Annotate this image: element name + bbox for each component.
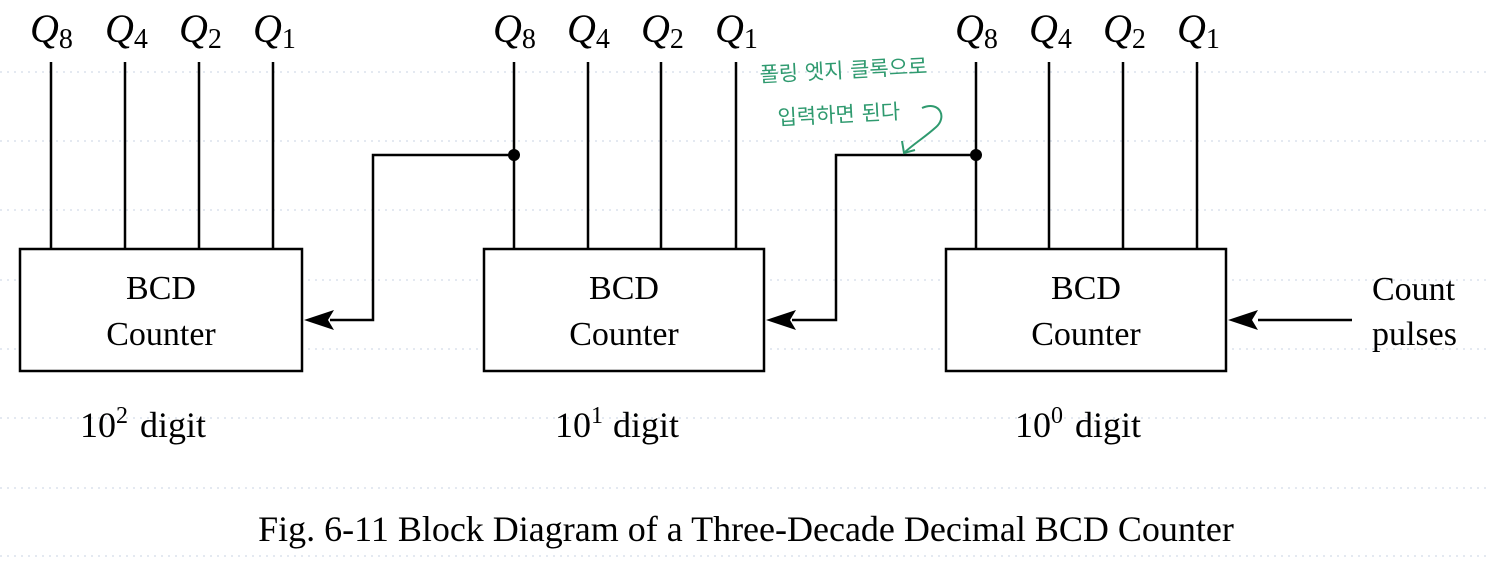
arrowhead-clock-hundreds [304,310,334,330]
output-labels-hundreds: Q8 Q4 Q2 Q1 [30,6,296,55]
counter-box-tens [482,247,766,373]
carry-wire-units [792,153,976,322]
label-q2: Q2 [641,6,684,55]
arrowhead-clock-units [1228,310,1258,330]
junction-dot-tens [508,149,520,161]
label-q8: Q8 [493,6,536,55]
carry-wire-tens [330,153,514,322]
annotation-arrowhead [901,140,916,155]
counter-subtitle-hundreds: Counter [106,316,216,353]
counter-subtitle-units: Counter [1031,316,1141,353]
label-q2: Q2 [179,6,222,55]
label-q1: Q1 [1177,6,1220,55]
output-labels-units: Q8 Q4 Q2 Q1 [955,6,1220,55]
label-q1: Q1 [253,6,296,55]
counter-box-units [944,247,1228,373]
annotation-arrow [904,105,943,153]
carry-units-to-tens [766,149,982,330]
carry-tens-to-hundreds [304,149,520,330]
counter-subtitle-tens: Counter [569,316,679,353]
label-q8: Q8 [30,6,73,55]
label-q8: Q8 [955,6,998,55]
label-q1: Q1 [715,6,758,55]
counter-title-units: BCD [1051,270,1121,307]
annotation-line1: 폴링 엣지 클록으로 [759,54,928,87]
output-labels-tens: Q8 Q4 Q2 Q1 [493,6,758,55]
label-q4: Q4 [567,6,610,55]
arrowhead-clock-tens [766,310,796,330]
label-q2: Q2 [1103,6,1146,55]
input-label-line2: pulses [1372,316,1457,353]
counter-box-hundreds [18,247,304,373]
junction-dot-units [970,149,982,161]
annotation-line2: 입력하면 된다 [777,100,901,130]
handwritten-annotation: 폴링 엣지 클록으로 입력하면 된다 [759,54,943,155]
input-label-line1: Count [1372,271,1456,308]
count-pulses-input: Count pulses [1228,271,1457,353]
label-q4: Q4 [105,6,148,55]
figure-caption: Fig. 6-11 Block Diagram of a Three-Decad… [258,509,1234,549]
counter-title-tens: BCD [589,270,659,307]
counter-title-hundreds: BCD [126,270,196,307]
label-q4: Q4 [1029,6,1072,55]
